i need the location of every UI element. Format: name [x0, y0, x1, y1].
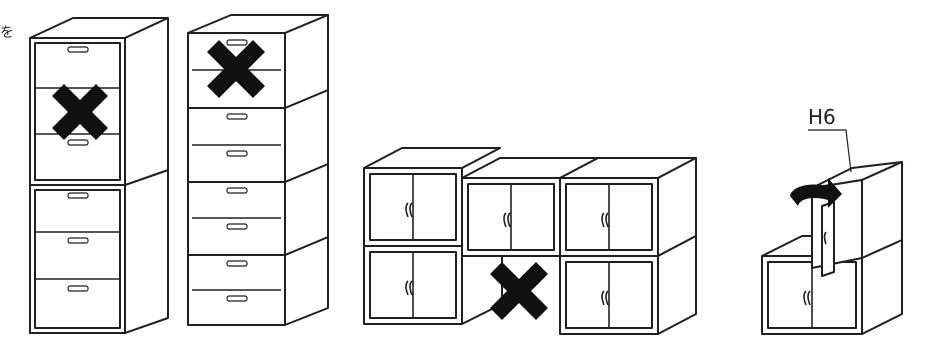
x-mark-icon — [207, 40, 265, 98]
figure-door-grid — [363, 147, 697, 335]
door-handle-icon — [405, 202, 609, 306]
cabinet-front — [29, 184, 126, 334]
x-mark-icon — [52, 84, 108, 140]
fragment-text: を — [0, 25, 14, 41]
figure-stack-drawers-b — [187, 14, 329, 326]
figure-rotate-unit — [761, 129, 903, 335]
drawer-handle-icon — [67, 46, 89, 292]
figure-stack-drawers-a — [29, 17, 169, 334]
cabinet-side — [124, 17, 169, 186]
x-mark-icon — [490, 262, 548, 320]
cabinet-side — [124, 169, 169, 334]
rotate-arrow-icon — [790, 178, 842, 208]
callout-label: H6 — [808, 105, 836, 129]
